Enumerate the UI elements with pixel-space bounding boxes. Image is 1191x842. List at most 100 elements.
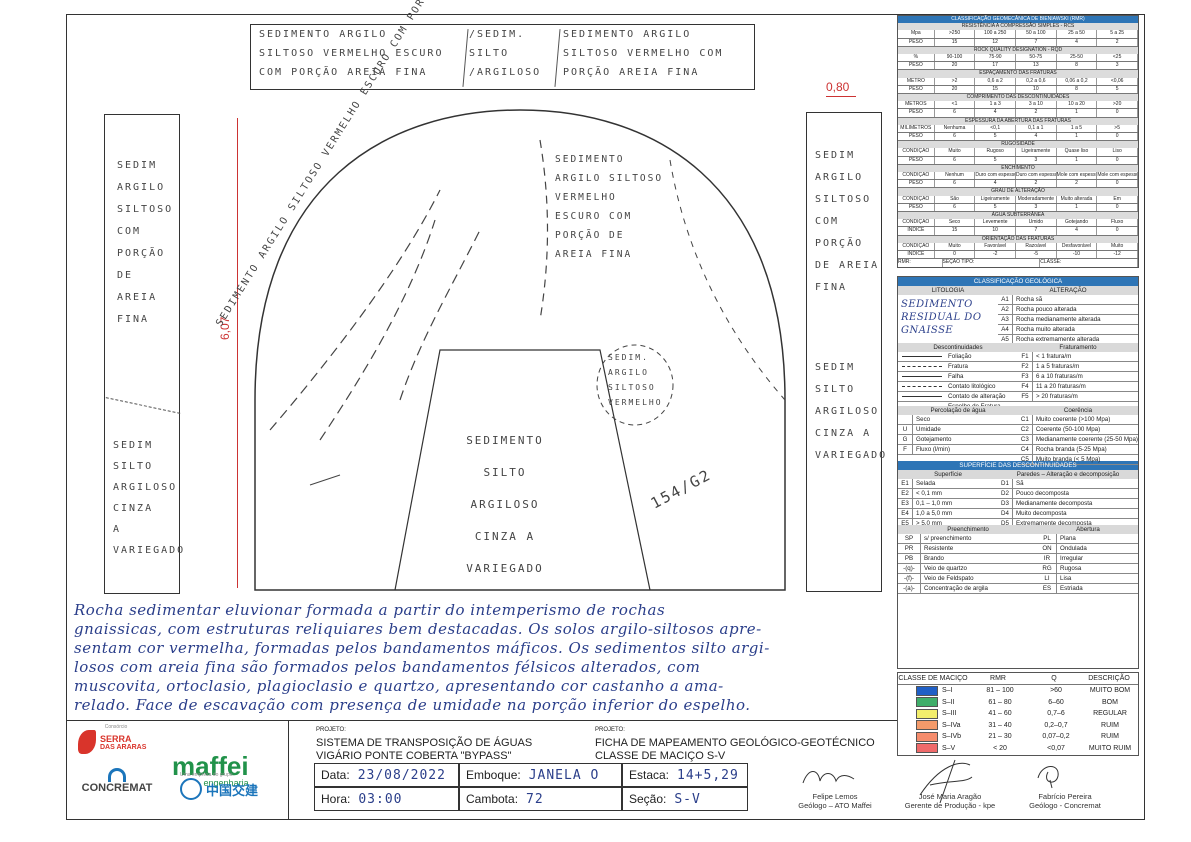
rmr-cell: Favorável bbox=[975, 242, 1016, 251]
rmr-cell: 2 bbox=[1016, 109, 1057, 117]
legend-code: IR bbox=[1038, 554, 1057, 563]
rmr-cell: <0,1 bbox=[975, 124, 1016, 133]
data-field[interactable]: Data:23/08/2022 bbox=[314, 763, 459, 787]
rmr-section-title: RESISTÊNCIA A COMPRESSÃO SIMPLES - RCS bbox=[898, 23, 1138, 31]
rmr-cell: 10 bbox=[975, 227, 1016, 235]
rmr-section-title: GRAU DE ALTERAÇÃO bbox=[898, 188, 1138, 196]
rmr-cell: -2 bbox=[975, 251, 1016, 259]
rmr-table: CLASSIFICAÇÃO GEOMECÂNICA DE BIENIAWSKI … bbox=[897, 15, 1139, 268]
rmr-cell: 1 a 3 bbox=[975, 101, 1016, 109]
legend-text: Extremamente decomposta bbox=[1016, 520, 1092, 527]
legend-text: Plana bbox=[1060, 535, 1076, 542]
projeto-2: PROJETO: FICHA DE MAPEAMENTO GEOLÓGICO-G… bbox=[595, 727, 875, 762]
sup-header: Superfície bbox=[898, 470, 998, 479]
legend-text: 0,1 – 1,0 mm bbox=[916, 500, 953, 507]
secao-field[interactable]: Seção:S-V bbox=[622, 787, 748, 811]
descont-label: Fratura bbox=[948, 363, 968, 370]
rmr-cell: 0 bbox=[1097, 156, 1138, 164]
rmr-cell: 0,06 a 0,2 bbox=[1057, 77, 1098, 85]
class-rmr: 41 – 60 bbox=[988, 710, 1012, 717]
rmr-cell: Mpa bbox=[898, 30, 935, 38]
legend-code: C4 bbox=[1018, 445, 1033, 454]
rmr-cell: PESO bbox=[898, 109, 935, 117]
class-rmr: 21 – 30 bbox=[988, 733, 1012, 740]
cambota-field[interactable]: Cambota:72 bbox=[459, 787, 622, 811]
rmr-section-title: ROCK QUALITY DESIGNATION - RQD bbox=[898, 46, 1138, 55]
rmr-cell: 3 bbox=[1016, 203, 1057, 212]
rmr-cell: 1 bbox=[1057, 156, 1098, 164]
rmr-cell: >5 bbox=[1097, 124, 1138, 133]
rmr-cell: Mole com espessura bbox=[1097, 172, 1138, 180]
rmr-cell: Em bbox=[1097, 195, 1138, 203]
rmr-cell: 8 bbox=[1057, 85, 1098, 94]
height-dimension-line bbox=[237, 118, 238, 588]
legend-code: C3 bbox=[1018, 435, 1033, 444]
descont-symbol-icon bbox=[902, 395, 942, 397]
legend-code: ON bbox=[1038, 544, 1057, 553]
class-desc: MUITO RUIM bbox=[1088, 744, 1132, 752]
rmr-cell: 100 a 250 bbox=[975, 30, 1016, 38]
width-dimension-line bbox=[826, 96, 856, 97]
hora-field[interactable]: Hora:03:00 bbox=[314, 787, 459, 811]
descont-label: Foliação bbox=[948, 353, 972, 360]
rmr-cell: 25-50 bbox=[1057, 54, 1098, 62]
footer-divider bbox=[288, 720, 289, 820]
estaca-field[interactable]: Estaca:14+5,29 bbox=[622, 763, 748, 787]
class-name: S–IVb bbox=[942, 733, 962, 740]
descont-symbol-icon bbox=[902, 385, 942, 387]
legend-code: E1 bbox=[898, 479, 913, 488]
rmr-cell: 0,6 a 2 bbox=[975, 77, 1016, 85]
legend-code: C1 bbox=[1018, 415, 1033, 424]
rmr-cell: Nenhum bbox=[935, 172, 976, 180]
rmr-cell: 0 bbox=[1097, 109, 1138, 117]
class-q: <0,07 bbox=[1047, 744, 1065, 752]
class-name: S–IVa bbox=[942, 721, 961, 729]
legend-text: 6 a 10 fraturas/m bbox=[1036, 373, 1083, 380]
legend-code: A5 bbox=[998, 335, 1013, 344]
class-desc: REGULAR bbox=[1093, 710, 1127, 717]
frat-header: Fraturamento bbox=[1018, 343, 1138, 352]
rmr-cell: CONDIÇÃO bbox=[898, 242, 935, 251]
emboque-field[interactable]: Emboque:JANELA O bbox=[459, 763, 622, 787]
class-desc: RUIM bbox=[1101, 721, 1119, 729]
serra-logo: Consórcio SERRA DAS ARARAS bbox=[78, 724, 154, 754]
rmr-cell: 75-90 bbox=[975, 54, 1016, 62]
rmr-cell: 10 a 20 bbox=[1057, 101, 1098, 109]
legend-row: -(q)-Veio de quartzo bbox=[898, 564, 1038, 574]
rmr-cell: 3 a 10 bbox=[1016, 101, 1057, 109]
legend-text: Pouco decomposta bbox=[1016, 490, 1069, 497]
descont-row: Contato litológico bbox=[898, 382, 1018, 392]
rmr-cell: São bbox=[935, 195, 976, 203]
rmr-cell: 2 bbox=[1016, 180, 1057, 188]
rmr-cell: <25 bbox=[1097, 54, 1138, 62]
legend-code: D3 bbox=[998, 499, 1013, 508]
legend-text: Selada bbox=[916, 480, 936, 487]
rmr-cell: -12 bbox=[1097, 251, 1138, 259]
rmr-cell: CONDIÇÃO bbox=[898, 148, 935, 156]
legend-text: Rocha branda (5-25 Mpa) bbox=[1035, 446, 1107, 453]
class-desc: BOM bbox=[1102, 698, 1118, 706]
rmr-cell: Moderadamente bbox=[1016, 195, 1057, 203]
rmr-cell: 1 bbox=[1057, 133, 1098, 141]
rmr-cell: 50 a 100 bbox=[1016, 30, 1057, 38]
legend-text: Gotejamento bbox=[916, 436, 952, 443]
